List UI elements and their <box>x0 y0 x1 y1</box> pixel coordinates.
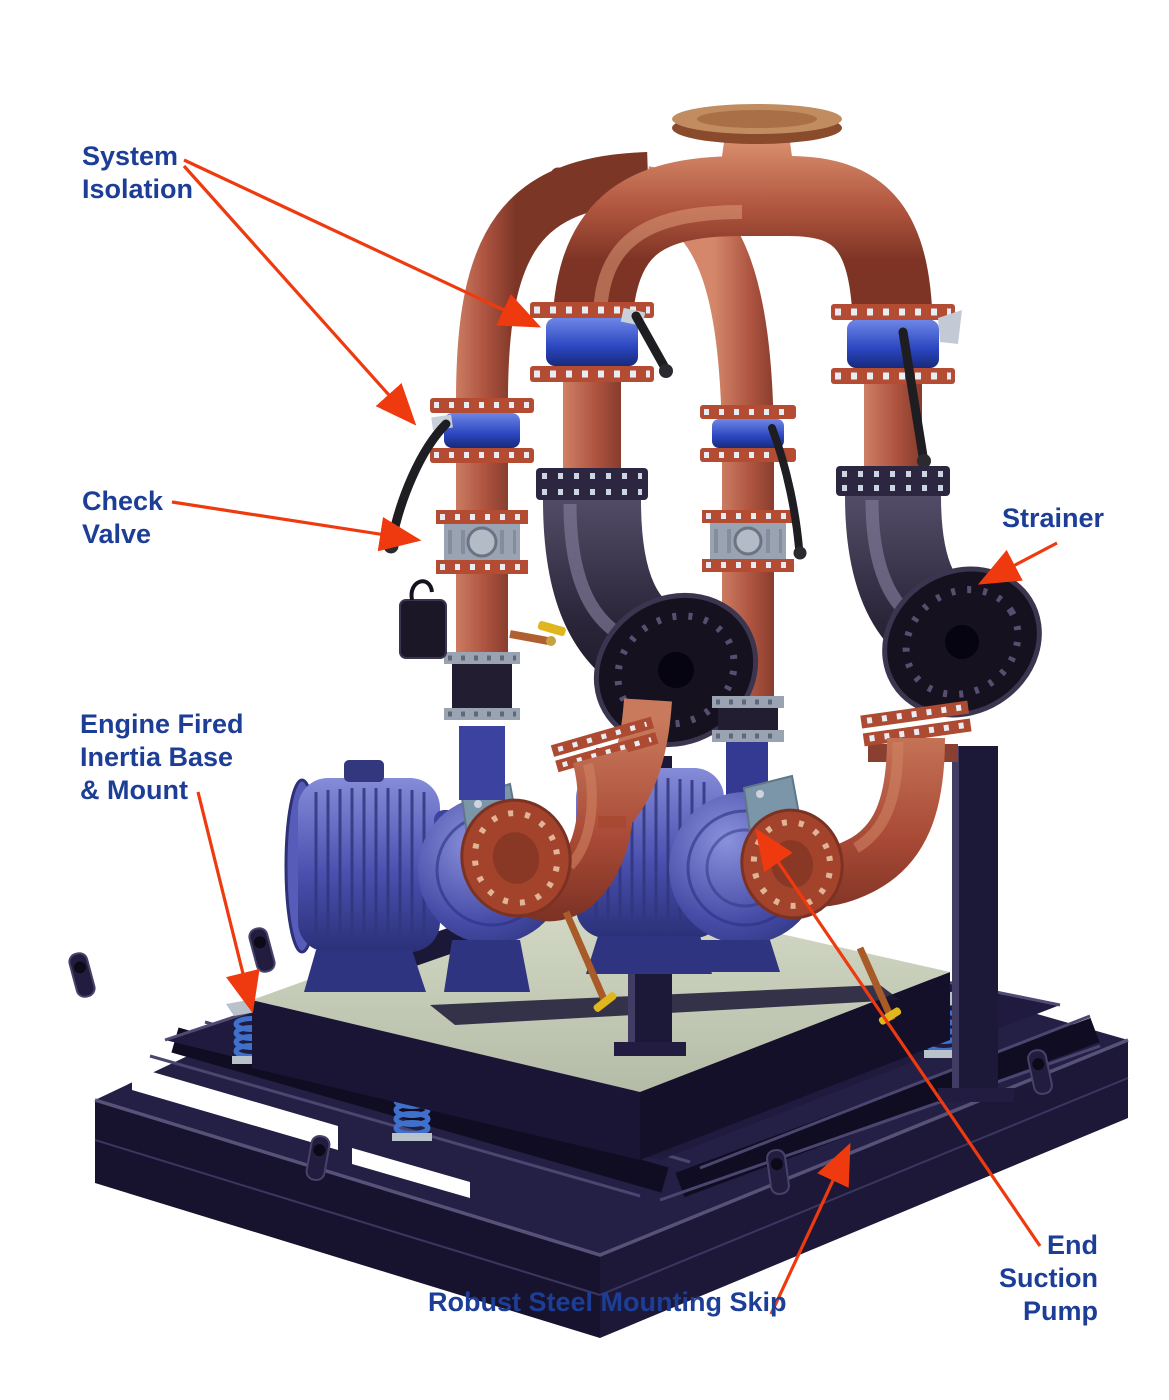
skid-floor-gap <box>132 1066 338 1150</box>
check-valve-left <box>436 510 528 574</box>
pump-suction-flange-left <box>460 798 572 918</box>
label-line: Robust Steel Mounting Skip <box>428 1287 787 1317</box>
label-line: Isolation <box>82 174 194 204</box>
label-strainer: Strainer <box>1002 502 1104 535</box>
label-line: Strainer <box>1002 503 1105 533</box>
label-engine-inertia: Engine Fired Inertia Base & Mount <box>80 708 244 807</box>
system-isolation-valve-front-right <box>700 405 807 560</box>
valve-lever <box>898 327 928 461</box>
label-line: System <box>82 141 179 171</box>
label-line: Check <box>82 486 164 516</box>
check-valve-right <box>702 510 794 572</box>
strainer-right <box>836 466 1042 718</box>
skid-front-left-face <box>95 1100 600 1338</box>
callout-line-end-suction-pump <box>755 828 1042 1247</box>
drain-line-left <box>562 910 617 1012</box>
skid-floor-gap-2 <box>352 1148 470 1198</box>
lifting-lug <box>305 1135 331 1181</box>
elbow-tapping-stub <box>598 816 626 828</box>
flexible-connector-left <box>444 652 520 720</box>
lifting-lug <box>68 952 96 998</box>
label-line: End <box>1047 1230 1098 1260</box>
callout-line-strainer <box>977 541 1058 585</box>
callout-line-mounting-skid <box>769 1142 851 1315</box>
label-check-valve: Check Valve <box>82 485 163 551</box>
label-line: Inertia Base <box>80 742 234 772</box>
label-mounting-skid: Robust Steel Mounting Skip <box>428 1286 787 1319</box>
system-isolation-valve-front-left <box>383 398 534 554</box>
callout-line-inertia-mount <box>196 791 260 1014</box>
valve-lever <box>768 424 803 552</box>
label-system-isolation: System Isolation <box>82 140 193 206</box>
skid-front-right-face <box>600 1040 1128 1338</box>
discharge-riser-left-pipe <box>456 152 650 660</box>
system-isolation-valve-back-left <box>530 302 673 382</box>
lifting-lug <box>766 1148 790 1196</box>
label-line: Engine Fired <box>80 709 244 739</box>
label-line: Valve <box>82 519 152 549</box>
junction-box <box>399 579 447 659</box>
label-end-suction-pump: End Suction Pump <box>930 1229 1098 1328</box>
support-post-right <box>938 746 1014 1102</box>
callout-line-system-isolation-1 <box>183 158 542 328</box>
suction-header-manifold <box>552 104 933 341</box>
flexible-connector-right <box>712 696 784 742</box>
callout-line-system-isolation-2 <box>182 164 417 426</box>
label-line: Suction <box>999 1263 1098 1293</box>
motor-left <box>284 760 440 992</box>
system-isolation-valve-back-right <box>831 304 962 468</box>
lifting-lug <box>1027 1049 1053 1095</box>
lifting-lug <box>248 927 276 973</box>
callout-arrows <box>171 158 1058 1315</box>
drain-valve-left-riser <box>509 621 566 646</box>
valve-lever <box>631 311 669 371</box>
label-line: Pump <box>1022 1296 1098 1326</box>
label-line: & Mount <box>80 775 188 805</box>
callout-line-check-valve <box>171 500 422 552</box>
